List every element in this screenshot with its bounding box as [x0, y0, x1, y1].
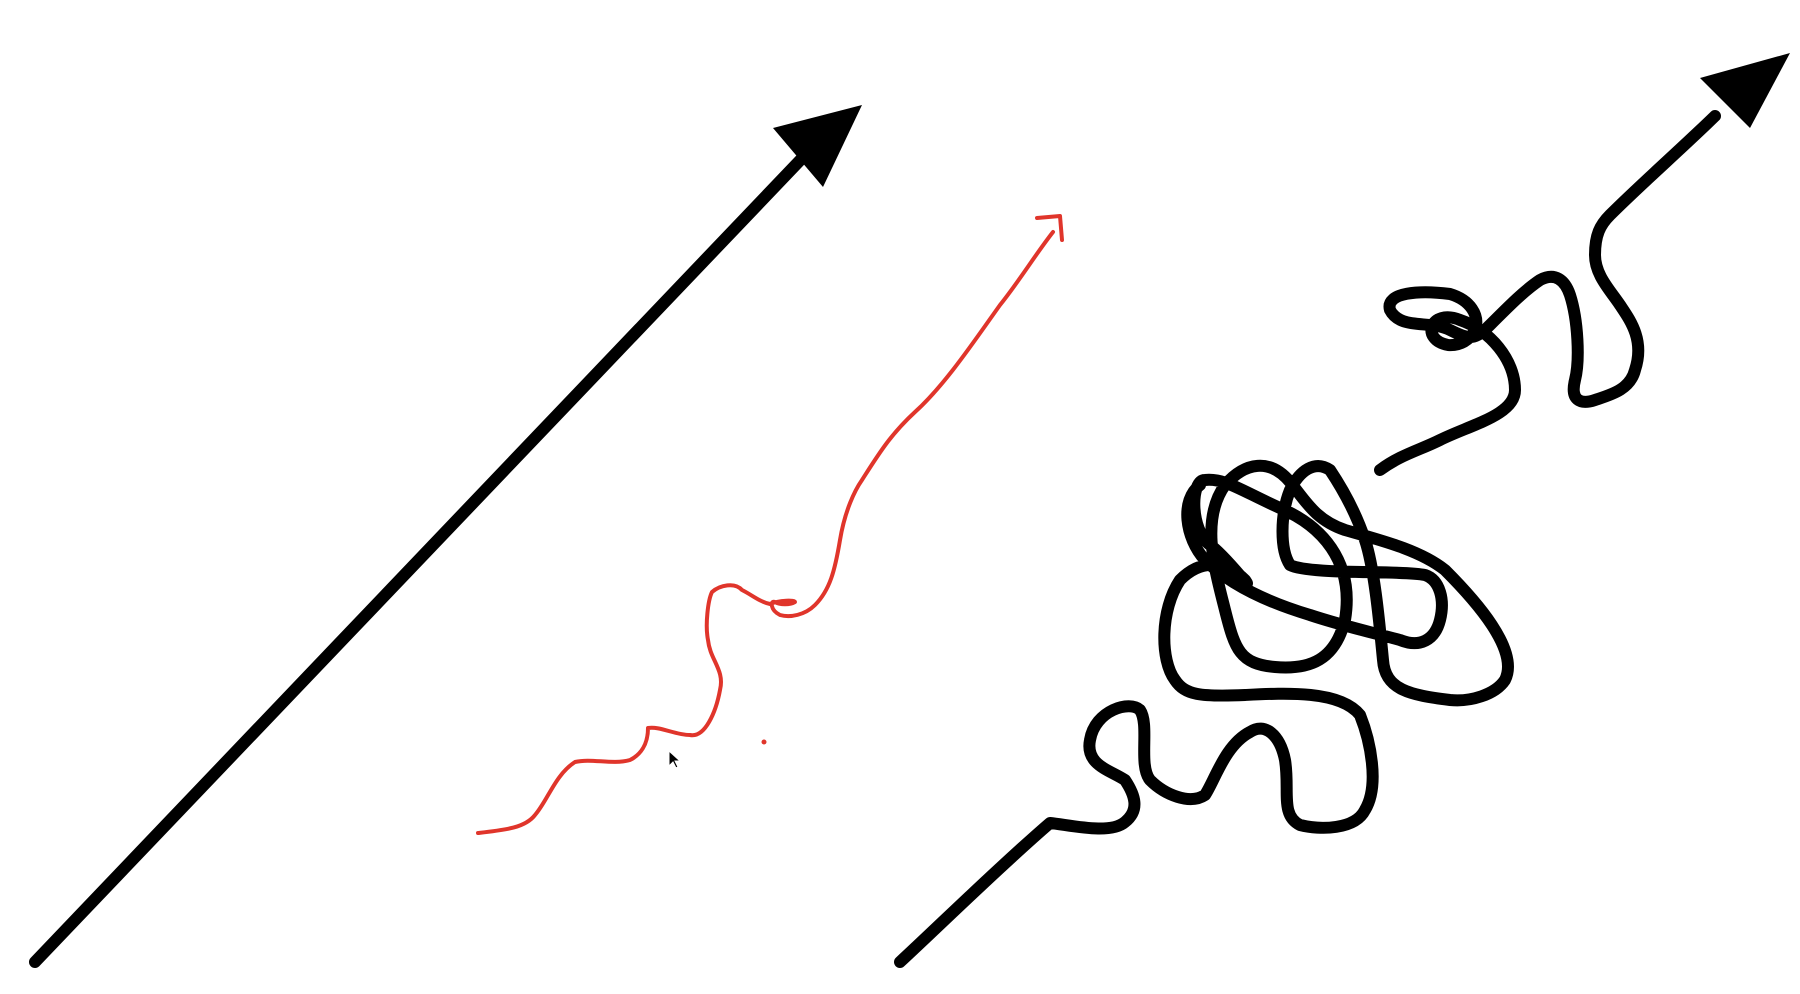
wavy-red-arrow — [476, 214, 1064, 835]
wavy-red-arrow-head-icon — [1035, 214, 1064, 242]
straight-arrow-head-icon — [773, 105, 862, 187]
red-dot — [761, 739, 767, 745]
straight-arrow-shaft — [29, 146, 814, 968]
wavy-red-arrow-line — [476, 230, 1055, 835]
mouse-pointer-icon — [668, 749, 682, 769]
tangled-arrow-upper-line — [1374, 110, 1721, 476]
straight-arrow — [29, 105, 862, 968]
tangled-arrow-head-icon — [1700, 53, 1790, 128]
tangled-arrow — [894, 53, 1790, 968]
tangled-arrow-line — [894, 459, 1514, 968]
